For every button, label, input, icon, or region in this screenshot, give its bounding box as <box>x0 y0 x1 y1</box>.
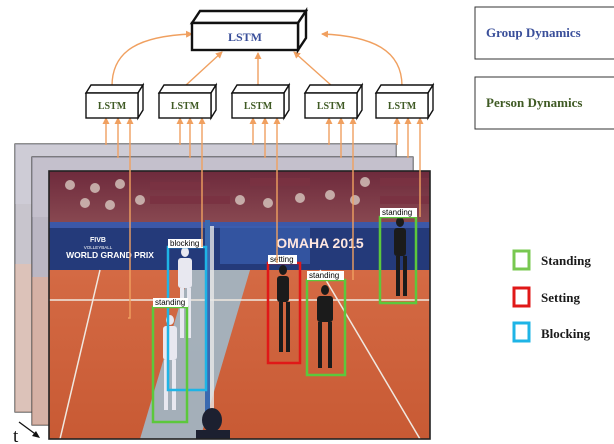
video-frame: FIVB VOLLEYBALL WORLD GRAND PRIX OMAHA 2… <box>49 171 430 439</box>
detection-label-standing-right: standing <box>382 208 412 217</box>
group-lstm-label: LSTM <box>228 30 262 44</box>
group-lstm-cube: LSTM <box>189 7 309 54</box>
time-axis: t <box>13 421 40 444</box>
person-lstm-label: LSTM <box>244 101 273 112</box>
person-lstm-label: LSTM <box>388 101 417 112</box>
banner-fivb: FIVB <box>90 237 106 244</box>
legend: Standing Setting Blocking <box>512 249 591 343</box>
person-lstm-cube-4: LSTM <box>303 82 364 121</box>
legend-label-setting: Setting <box>541 290 581 305</box>
group-arrows <box>111 30 403 87</box>
person-arrows <box>102 117 424 319</box>
legend-label-blocking: Blocking <box>541 326 591 341</box>
side-box-person: Person Dynamics <box>474 76 614 130</box>
legend-item-blocking: Blocking <box>512 321 591 343</box>
legend-label-standing: Standing <box>541 253 591 268</box>
banner-city: OMAHA 2015 <box>276 235 364 251</box>
detection-label-standing-left: standing <box>155 298 185 307</box>
detection-boxes: blocking standing setting standing stand… <box>151 208 418 424</box>
legend-item-setting: Setting <box>512 286 581 308</box>
frame-front-border <box>48 170 431 440</box>
side-box-group: Group Dynamics <box>474 6 614 60</box>
person-lstm-cube-3: LSTM <box>230 82 291 121</box>
person-lstm-cube-2: LSTM <box>157 82 218 121</box>
detection-label-blocking: blocking <box>170 239 199 248</box>
side-box-group-label: Group Dynamics <box>486 25 581 40</box>
side-box-person-label: Person Dynamics <box>486 95 582 110</box>
legend-item-standing: Standing <box>512 249 591 271</box>
person-lstm-cube-1: LSTM <box>84 82 145 121</box>
detection-label-setting: setting <box>270 255 294 264</box>
person-lstm-cube-5: LSTM <box>374 82 435 121</box>
banner-volleyball: VOLLEYBALL <box>84 245 113 250</box>
banner-grand-prix: WORLD GRAND PRIX <box>66 250 154 260</box>
person-lstm-label: LSTM <box>317 101 346 112</box>
person-lstm-cubes: LSTM LSTM LSTM LSTM LSTM <box>84 82 435 121</box>
person-lstm-label: LSTM <box>98 101 127 112</box>
time-label: t <box>13 426 19 444</box>
person-lstm-label: LSTM <box>171 101 200 112</box>
detection-label-standing-middle: standing <box>309 271 339 280</box>
